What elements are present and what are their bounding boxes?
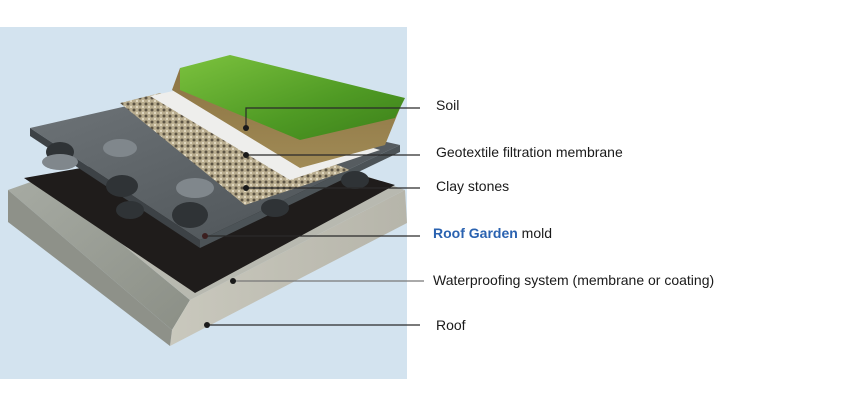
leader-lines: [205, 107, 424, 326]
label-roof-garden-mold: Roof Garden mold: [433, 225, 553, 241]
brand-name: Roof Garden: [433, 225, 518, 241]
label-waterproofing: Waterproofing system (membrane or coatin…: [433, 272, 715, 288]
soil-grass-block: [172, 55, 405, 168]
label-clay-stones: Clay stones: [436, 178, 510, 194]
leader-soil: [245, 107, 420, 128]
label-geotextile: Geotextile filtration membrane: [436, 144, 623, 160]
label-soil: Soil: [436, 97, 460, 113]
label-roof: Roof: [436, 317, 466, 333]
leader-dots: [202, 125, 249, 328]
